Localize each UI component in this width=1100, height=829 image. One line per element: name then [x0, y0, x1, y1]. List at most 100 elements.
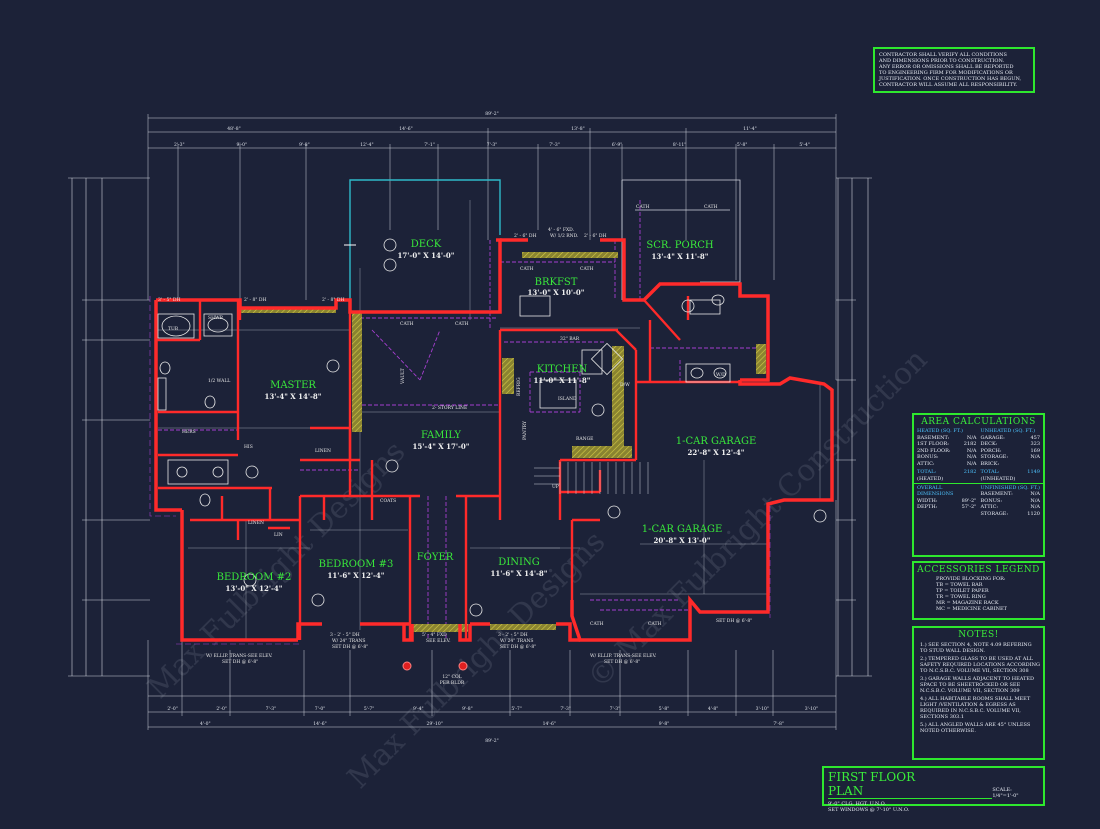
note-item: 4.) ALL HABITABLE ROOMS SHALL MEET LIGHT… — [920, 696, 1031, 720]
area-calculations-panel: AREA CALCULATIONS HEATED (SQ. FT.) BASEM… — [912, 413, 1045, 557]
label-dh-brkfst-2: 2' - 6" DH — [584, 233, 606, 239]
dimension-text: 5'-7" — [364, 706, 375, 712]
dimension-text: 6'-9" — [612, 142, 623, 148]
label-island: ISLAND — [558, 396, 577, 402]
contractor-note-line: CONTRACTOR SHALL VERIFY ALL CONDITIONS — [879, 52, 1007, 58]
contractor-note-line: JUSTIFICATION. ONCE CONSTRUCTION HAS BEG… — [879, 76, 1022, 82]
dimension-text: 4'-8" — [708, 706, 719, 712]
unheated-total: TOTAL:1149 — [980, 469, 1041, 475]
room-size-bedroom-2: 13'-0" X 12'-4" — [226, 584, 283, 593]
room-size-deck: 17'-0" X 14'-0" — [398, 251, 455, 260]
label-story-line: 2- STORY LINE — [432, 405, 467, 411]
label-trans-window: 3 - 2' - 5" DH — [330, 632, 360, 638]
unheated-row: BRICK: — [980, 460, 1000, 467]
room-name-deck: DECK — [411, 239, 442, 250]
hatched-walls — [240, 252, 766, 632]
room-name-bedroom-2: BEDROOM #2 — [217, 572, 292, 583]
dimension-text: 9'-8" — [299, 142, 310, 148]
notes-title: NOTES! — [958, 630, 999, 640]
label-lin: LIN — [274, 532, 283, 538]
label-cath-porch: CATH — [636, 204, 649, 210]
note-item: 1.) SEE SECTION 4, NOTE 4.09 REFERING TO… — [920, 642, 1032, 654]
dims-bottom-1: 2'-0"2'-0"7'-3"7'-0"5'-7"9'-4"9'-8"5'-7"… — [167, 706, 818, 712]
title-block: FIRST FLOOR PLAN SCALE: 1/4"=1'-0" 9'-0"… — [822, 766, 1045, 813]
label-his: HIS — [244, 444, 253, 450]
label-set-dh-5: SET DH @ 6'-8" — [716, 617, 752, 624]
label-coats: COATS — [380, 498, 396, 504]
label-half-wall: 1/2 WALL — [208, 378, 230, 384]
plumbing-fixtures — [157, 294, 731, 507]
room-size-brkfst: 13'-0" X 10'-0" — [528, 288, 585, 297]
dimension-text: 5'-8" — [659, 706, 670, 712]
unfinished-row: BASEMENT:N/A — [980, 491, 1041, 497]
label-hers: HERS — [182, 429, 196, 435]
accessory-line: TR = TOWEL RING — [936, 594, 986, 600]
label-bar: 32" BAR — [560, 336, 580, 342]
overall-row: DEPTH:57'-2" — [917, 504, 977, 510]
dimension-lines — [68, 114, 872, 730]
dimension-text: 29'-10" — [427, 721, 443, 727]
note-item: 2.) TEMPERED GLASS TO BE USED AT ALL SAF… — [920, 656, 1040, 674]
label-set-dh-2: SET DH @ 6'-8" — [500, 643, 536, 650]
label-cath-garage-2: CATH — [648, 621, 661, 627]
room-size-kitchen: 11'-0" X 11'-8" — [534, 376, 591, 385]
notes-panel: NOTES! 1.) SEE SECTION 4, NOTE 4.09 REFE… — [912, 626, 1045, 760]
overall-rows: WIDTH:89'-2"DEPTH:57'-2" — [917, 498, 977, 511]
label-trans-window-2-sub: W/ 24" TRANS — [500, 638, 533, 644]
svg-text:© Max Fulbright Construction: © Max Fulbright Construction — [581, 342, 934, 695]
ceiling-height-note: 9'-0" CLG. HGT. U.N.O. — [828, 801, 886, 807]
dimension-text: 2'-0" — [216, 706, 227, 712]
label-set-dh: SET DH @ 6'-8" — [332, 643, 368, 650]
dimension-text: 9'-0" — [237, 142, 248, 148]
dimension-text: 7'-3" — [549, 142, 560, 148]
dimension-text: 3'-10" — [756, 706, 769, 712]
dimension-text: 4'-0" — [200, 721, 211, 727]
label-cath-family-2: CATH — [455, 321, 468, 327]
accessory-line: TB = TOWEL BAR — [936, 582, 983, 588]
label-see-elev: SEE ELEV. — [426, 638, 451, 644]
dimension-text: 7'-0" — [315, 706, 326, 712]
heated-row: 1ST FLOOR:2182 — [917, 441, 977, 447]
label-cath-porch-2: CATH — [704, 204, 717, 210]
room-size-family: 15'-4" X 17'-0" — [413, 442, 470, 451]
room-name-brkfst: BRKFST — [535, 277, 578, 288]
unheated-title: UNHEATED (SQ. FT.) — [980, 428, 1036, 434]
unfinished-row: BONUS:N/A — [980, 497, 1041, 504]
room-name-garage-1: 1-CAR GARAGE — [676, 436, 757, 447]
unfinished-title: UNFINISHED (SQ. FT.) — [980, 484, 1040, 491]
label-linen-2: LINEN — [248, 520, 264, 526]
label-set-dh-4: SET DH @ 6'-8" — [604, 658, 640, 665]
label-column-sub: PER BLDR — [440, 680, 465, 686]
heated-total: TOTAL:2182 — [917, 469, 977, 475]
label-dh-master-2: 2' - 8" DH — [244, 297, 266, 303]
window-height-note: SET WINDOWS @ 7'-10" U.N.O. — [828, 807, 910, 813]
label-fxd-door: 5' - 4" FXD — [422, 632, 447, 638]
dim-total-width-bottom: 89'-2" — [485, 738, 498, 744]
dimension-text: 5'-7" — [511, 706, 522, 712]
heated-row: ATTIC:N/A — [917, 460, 977, 467]
room-size-bedroom-3: 11'-6" X 12'-4" — [328, 571, 385, 580]
accessories-legend: ACCESSORIES LEGEND PROVIDE BLOCKING FOR:… — [912, 561, 1045, 620]
dimension-text: 14'-6" — [543, 721, 556, 727]
dimension-text: 7'-1" — [424, 142, 435, 148]
unheated-sub: (UNHEATED) — [980, 475, 1016, 482]
label-vault: VAULT — [400, 368, 406, 385]
accessory-line: TP = TOILET PAPER — [936, 588, 989, 594]
dimension-text: 12'-4" — [360, 142, 373, 148]
label-fxd-window: 4' - 6" FXD. — [548, 227, 575, 233]
dimension-text: 5'-4" — [799, 142, 810, 148]
dims-top-1: 48'-8"14'-6"13'-8"11'-4" — [227, 126, 756, 132]
dimension-text: 7'-3" — [487, 142, 498, 148]
contractor-note-line: AND DIMENSIONS PRIOR TO CONSTRUCTION. — [879, 58, 1005, 64]
dimension-text: 7'-3" — [266, 706, 277, 712]
room-name-bedroom-3: BEDROOM #3 — [319, 559, 394, 570]
room-size-garage-2: 20'-8" X 13'-0" — [654, 536, 711, 545]
label-cath-garage: CATH — [590, 621, 603, 627]
label-cath-family: CATH — [400, 321, 413, 327]
label-fxd-window-sub: W/ 1/2 RND. — [550, 233, 579, 239]
room-name-family: FAMILY — [421, 430, 461, 441]
room-name-dining: DINING — [498, 557, 539, 568]
contractor-note-line: ANY ERROR OR OMISSIONS SHALL BE REPORTED — [879, 64, 1014, 70]
